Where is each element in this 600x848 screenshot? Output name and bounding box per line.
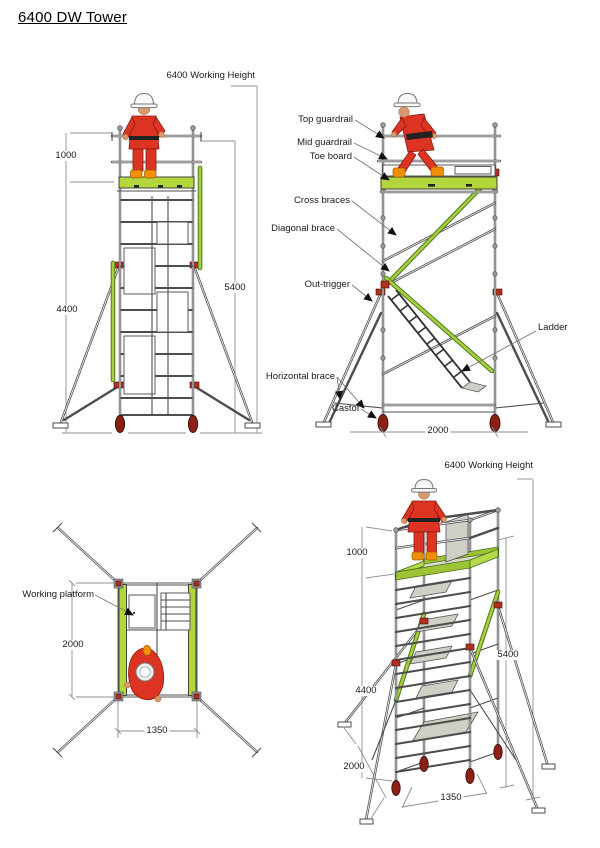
front-worker-figure [122,92,166,179]
isometric-out-triggers-front [359,601,546,825]
isometric-front-rungs [395,577,471,773]
isometric-view [337,478,556,825]
plan-worker-figure [124,645,165,703]
iso-dim-4400: 4400 [353,685,379,696]
plan-leader-line [94,594,134,616]
iso-dim-5400: 5400 [495,649,521,660]
front-working-height-label: 6400 Working Height [166,70,255,81]
front-castors [114,415,199,433]
side-elevation-view [315,92,562,438]
side-diagonal-braces [380,168,500,374]
label-cross-braces: Cross braces [294,195,350,206]
label-toe-board: Toe board [309,151,352,162]
plan-out-triggers [52,522,262,758]
front-dim-1000: 1000 [53,150,79,161]
isometric-castors [391,744,503,796]
side-dim-2000: 2000 [425,425,451,436]
side-guardrails [376,134,502,163]
label-out-trigger: Out-trigger [304,279,350,290]
front-dim-4400: 4400 [54,304,80,315]
front-out-triggers [52,261,261,429]
iso-dim-2000: 2000 [341,761,367,772]
label-mid-guardrail: Mid guardrail [297,137,352,148]
front-deck-panels [123,221,189,395]
iso-dim-1350: 1350 [438,792,464,803]
isometric-out-triggers-back [337,604,556,770]
front-dim-5400: 5400 [222,282,248,293]
label-working-platform: Working platform [22,589,94,600]
label-diagonal-brace: Diagonal brace [271,223,335,234]
plan-dim-1350: 1350 [144,725,170,736]
front-dimension-lines [62,85,262,434]
isometric-working-height-label: 6400 Working Height [444,460,533,471]
front-green-braces [110,165,203,383]
page-title: 6400 DW Tower [18,9,128,26]
front-tower-frame [110,126,203,420]
side-worker-figure [391,92,444,178]
label-castor: Castor [332,403,360,414]
label-ladder: Ladder [538,322,568,333]
label-top-guardrail: Top guardrail [298,114,353,125]
isometric-worker-figure [401,478,447,561]
side-cross-braces [381,201,497,376]
side-leader-lines [334,119,537,419]
front-platform [117,176,196,192]
plan-view [52,522,262,758]
plan-dim-2000: 2000 [60,639,86,650]
front-elevation-view [52,85,262,434]
side-ladder [387,289,487,393]
iso-dim-1000: 1000 [344,547,370,558]
side-horizontal-braces [381,403,497,413]
plan-corner-couplers [113,578,202,702]
label-horizontal-brace: Horizontal brace [265,371,335,382]
